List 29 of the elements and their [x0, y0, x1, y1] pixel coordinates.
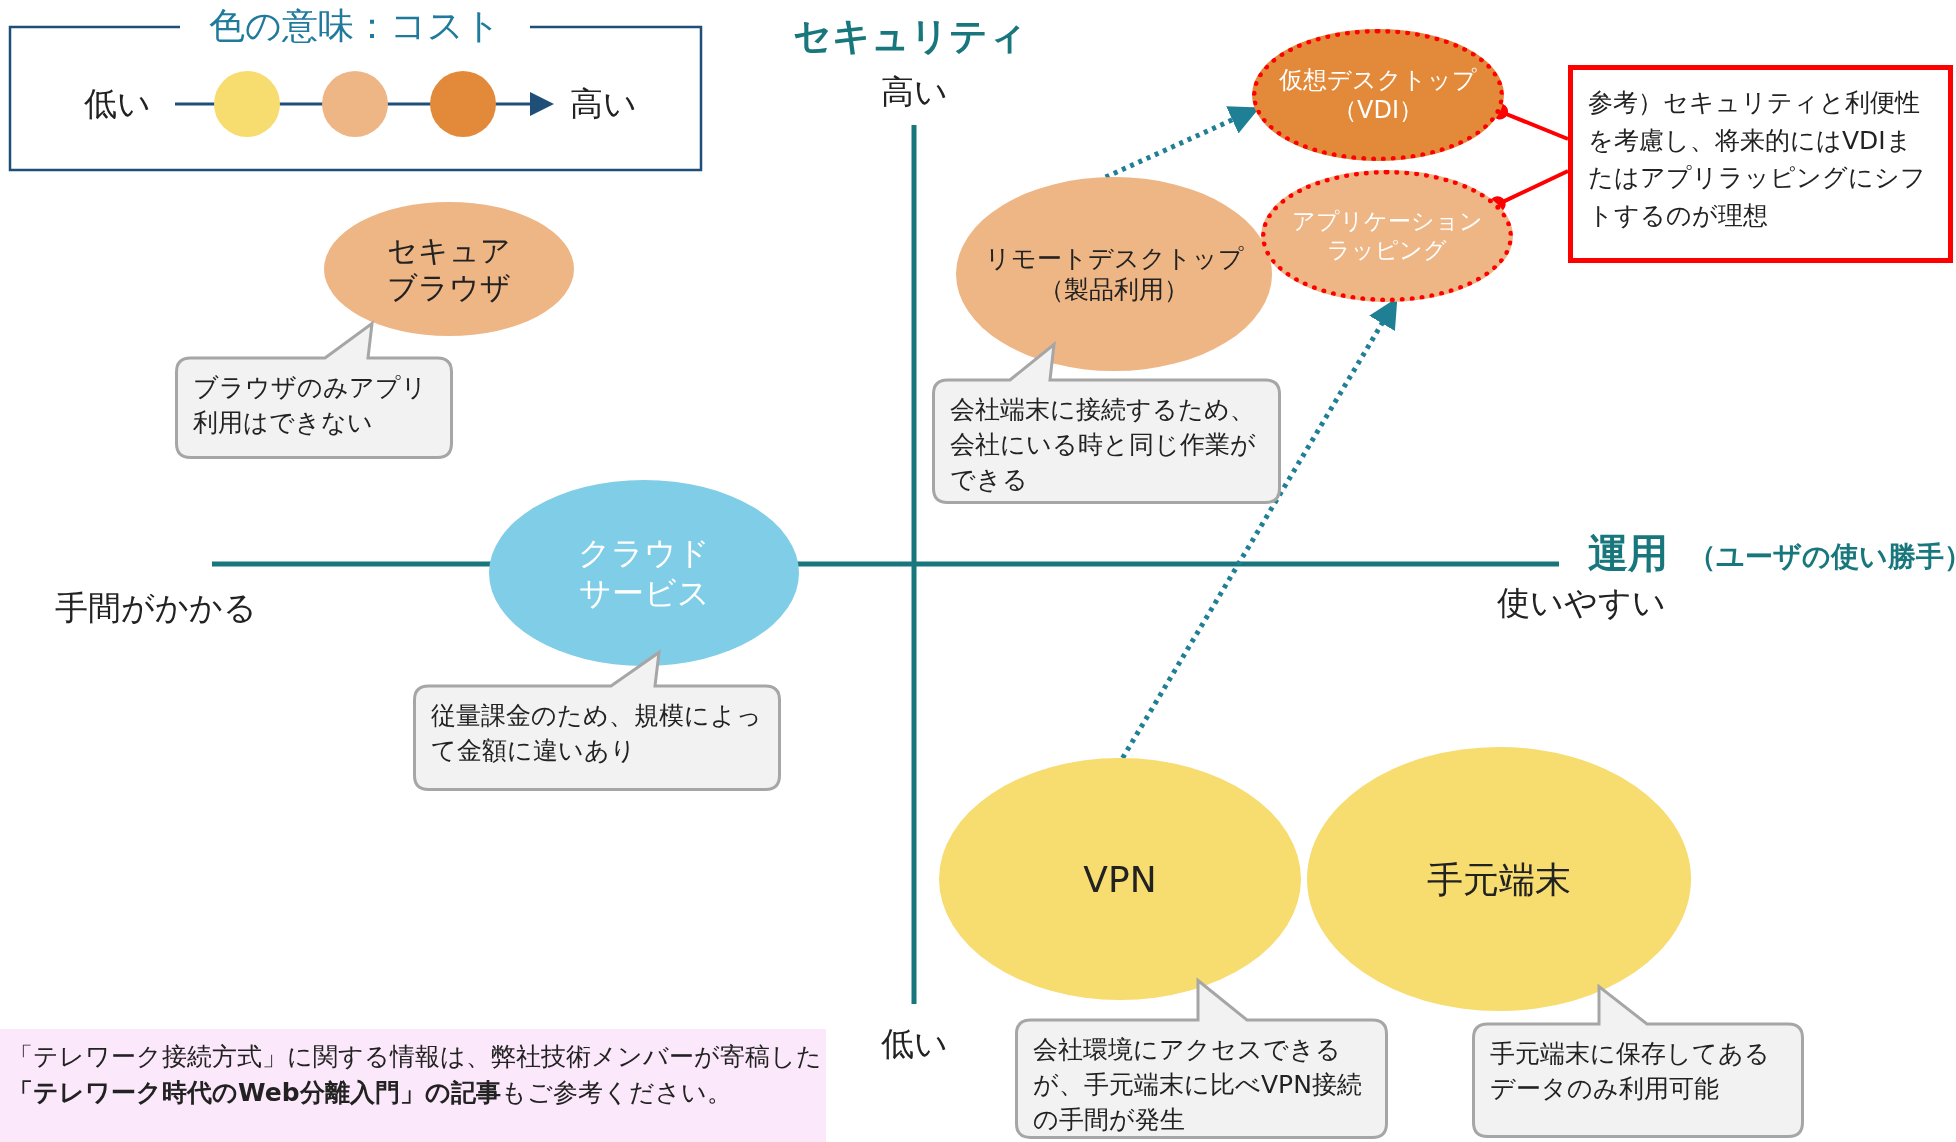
axis-end-label: 低い [879, 1024, 949, 1064]
note-box [1568, 65, 1953, 263]
node-label: VPN [1082, 857, 1158, 902]
callout-text: 手元端末に保存してあるデータのみ利用可能 [1490, 1038, 1771, 1105]
axis-subtitle: （ユーザの使い勝手） [1688, 540, 1956, 574]
speech-bubble [413, 651, 781, 791]
node-label: 仮想デスクトップ（VDI） [1278, 65, 1478, 125]
callout-text: ブラウザのみアプリ利用はできない [193, 372, 428, 439]
legend-text: 高い [570, 84, 637, 124]
speech-bubble [932, 343, 1281, 504]
axis-end-label: 手間がかかる [55, 588, 257, 628]
node-label: リモートデスクトップ（製品利用） [983, 242, 1245, 306]
axis-title: 運用 [1588, 529, 1668, 577]
callout-text: 会社環境にアクセスできるが、手元端末に比べVPN接続の手間が発生 [1033, 1034, 1363, 1136]
node-label: クラウドサービス [577, 533, 711, 613]
callout-text: 従量課金のため、規模によって金額に違いあり [431, 700, 763, 767]
speech-bubble [1472, 985, 1804, 1138]
axis-end-label: 使いやすい [1497, 583, 1666, 623]
callout-text: 会社端末に接続するため、会社にいる時と同じ作業ができる [950, 394, 1257, 496]
axis-title: セキュリティ [792, 14, 1028, 60]
reference-note: 「テレワーク接続方式」に関する情報は、弊社技術メンバーが寄稿した「テレワーク時代のWeb分離入門」の記事もご参考ください。 [0, 1029, 826, 1142]
speech-bubble [175, 322, 453, 459]
node-label: アプリケーションラッピング [1290, 207, 1484, 265]
legend-text: 低い [84, 84, 151, 124]
note-text: 参考）セキュリティと利便性を考慮し、将来的にはVDIまたはアプリラッピングにシフトするのが理想 [1588, 87, 1927, 232]
speech-bubble [1015, 979, 1388, 1139]
node-label: 手元端末 [1426, 857, 1572, 902]
axis-end-label: 高い [879, 72, 949, 112]
node-label: セキュアブラウザ [386, 231, 512, 307]
